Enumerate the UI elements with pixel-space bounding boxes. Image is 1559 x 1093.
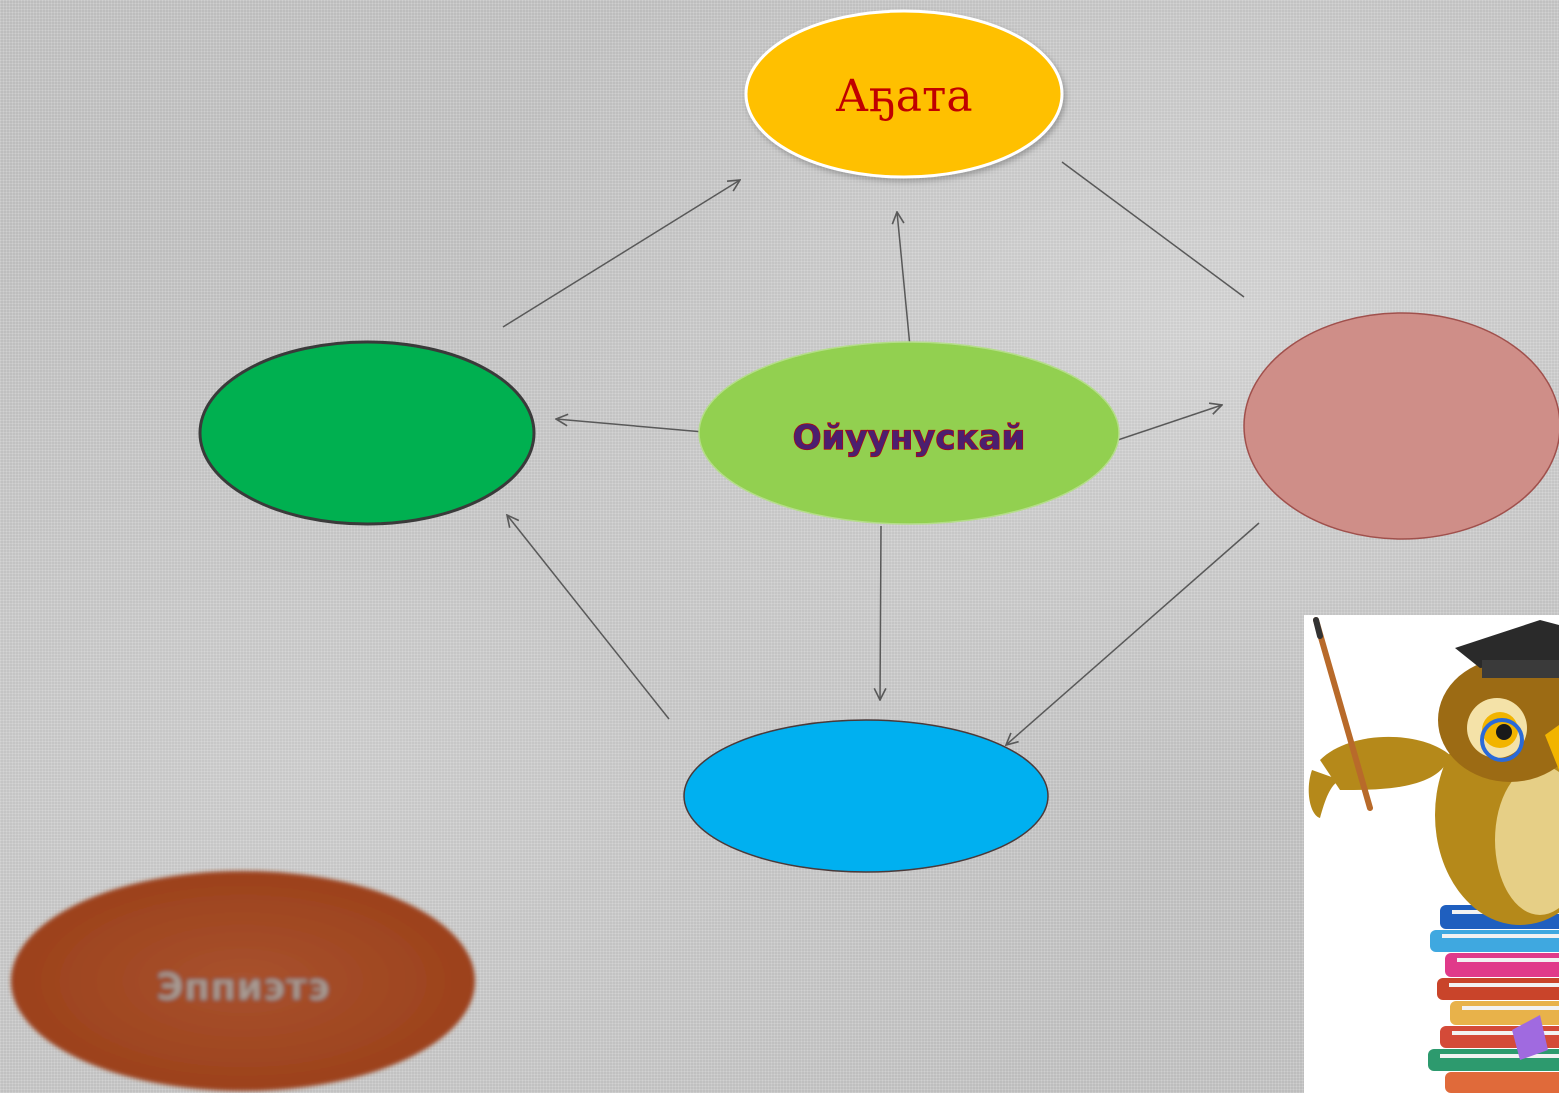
- node-left: [198, 340, 536, 526]
- node-bottom: [683, 719, 1049, 873]
- arrow-right-to-bottom: [1006, 522, 1260, 745]
- arrow-center-to-top: [897, 212, 912, 358]
- node-top: Аҕата: [744, 9, 1064, 179]
- node-top-shape: [744, 9, 1064, 179]
- owl-teacher-on-books-icon: [1304, 615, 1559, 1093]
- owl: [1308, 617, 1559, 925]
- connectors: [502, 161, 1260, 745]
- arrow-left-to-top: [502, 180, 740, 328]
- node-bottom-shape: [683, 719, 1049, 873]
- node-center-shape: [698, 341, 1120, 525]
- answer-button-shape[interactable]: Эппиэтэ: [11, 871, 475, 1091]
- line-top-to-right: [1061, 161, 1245, 298]
- arrow-bottom-to-left: [507, 515, 670, 720]
- node-center: Ойуунускай: [698, 341, 1120, 525]
- arrow-center-to-bottom: [880, 525, 881, 700]
- node-left-shape: [198, 340, 536, 526]
- answer-button[interactable]: Эппиэтэ: [11, 871, 475, 1091]
- node-right: [1243, 312, 1559, 540]
- node-right-shape: [1243, 312, 1559, 540]
- arrow-center-to-left: [556, 419, 716, 434]
- books-stack: [1428, 905, 1559, 1093]
- answer-button-label[interactable]: Эппиэтэ: [156, 965, 331, 1010]
